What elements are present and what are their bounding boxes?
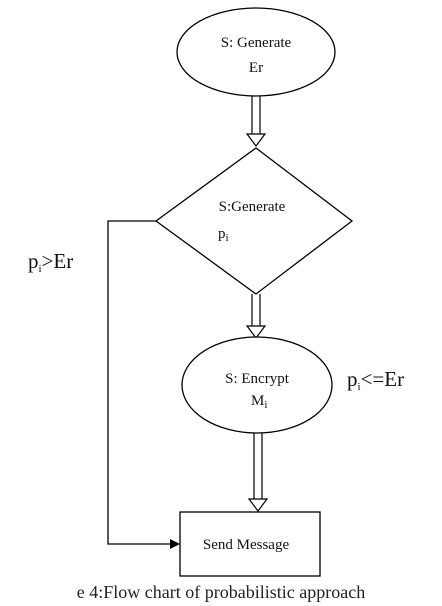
node-encrypt-mi-line1: S: Encrypt [225,371,290,387]
node-generate-er [176,7,336,97]
node-encrypt-mi-line2: Mi [251,393,267,411]
edge-label-left: pi>Er [28,249,73,275]
node-send-message-label: Send Message [203,537,290,553]
figure-caption: e 4:Flow chart of probabilistic approach [76,582,366,602]
edge-label-right: pi<=Er [347,367,404,393]
node-generate-pi-line1: S:Generate [219,199,286,215]
node-generate-er-line1: S: Generate [221,35,292,51]
node-encrypt-mi [181,336,333,434]
node-generate-er-line2: Er [249,60,263,76]
node-generate-pi [154,147,354,295]
node-generate-pi-line2: pi [218,226,229,244]
node-send-message [179,511,321,577]
arrow-er-to-pi [245,96,267,147]
arrow-encrypt-to-send [247,433,269,512]
arrow-pi-to-encrypt [245,294,267,339]
arrow-pi-to-send [107,220,180,549]
